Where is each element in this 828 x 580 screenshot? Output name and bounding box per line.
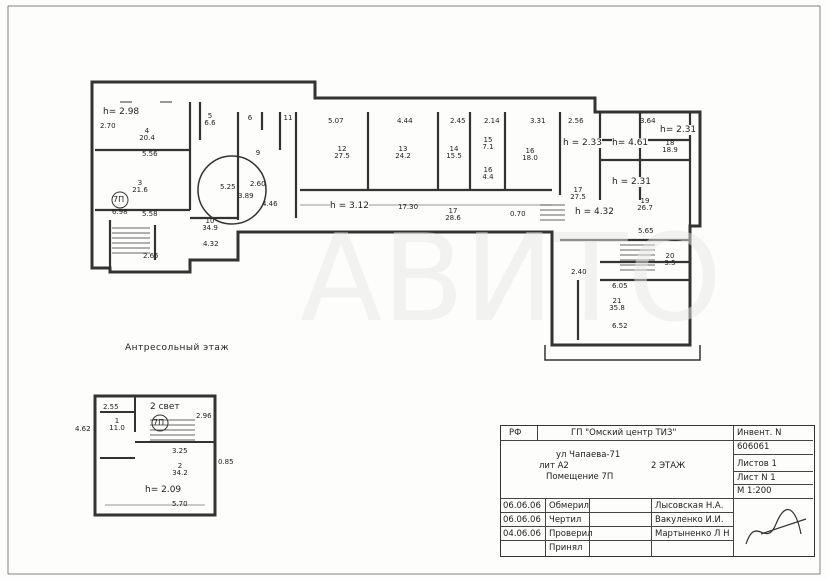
height-room18: h = 2.31 (612, 177, 652, 187)
height-mezz: h= 2.09 (145, 485, 182, 495)
dim-label: 4.44 (397, 117, 413, 125)
stamp-org: ГП "Омский центр ТИЗ" (571, 428, 677, 438)
dim-label: 2.70 (100, 122, 116, 130)
title-block: РФ ГП "Омский центр ТИЗ" Инвент. N 60606… (500, 425, 815, 557)
stamp-row-date: 06.06.06 (503, 501, 541, 511)
dim-label: 6.05 (612, 282, 628, 290)
unit-marker-mezz: 7П (153, 418, 165, 427)
dim-label: 3.64 (640, 117, 656, 125)
height-room17: h = 2.33 (563, 138, 603, 148)
dim-label: 5.56 (142, 150, 158, 158)
stamp-row-role: Проверил (549, 529, 593, 539)
dim-label: 5.65 (638, 227, 654, 235)
stamp-rf: РФ (509, 428, 522, 438)
stamp-row-role: Обмерил (549, 501, 589, 511)
height-room19: h = 4.32 (575, 207, 615, 217)
dim-label: 0.70 (510, 210, 526, 218)
watermark: АВИТО (300, 210, 722, 349)
height-room4: h= 2.98 (103, 107, 140, 117)
dim-label: 2.65 (143, 252, 159, 260)
dim-label: 6.52 (612, 322, 628, 330)
stamp-address: ул Чапаева-71 (556, 450, 621, 460)
stamp-row-role: Принял (549, 543, 583, 553)
dim-label: 3.89 (238, 192, 254, 200)
dim-label: 5.25 (220, 183, 236, 191)
room-6: 6 (247, 114, 253, 122)
stamp-premises: Помещение 7П (546, 472, 614, 482)
stamp-row-date: 04.06.06 (503, 529, 541, 539)
dim-label: 2.14 (484, 117, 500, 125)
stamp-sheets: Листов 1 (737, 459, 777, 469)
signature-mark (745, 509, 807, 545)
stamp-lit: лит А2 (539, 461, 569, 471)
dim-label: 4.62 (75, 425, 91, 433)
dim-label: 2.60 (250, 180, 266, 188)
stamp-row-name: Вакуленко И.И. (655, 515, 724, 525)
stamp-row-date: 06.06.06 (503, 515, 541, 525)
stamp-row-role: Чертил (549, 515, 582, 525)
dim-label: 4.46 (262, 200, 278, 208)
dim-label: 0.85 (218, 458, 234, 466)
unit-marker: 7П (113, 195, 125, 204)
dim-label: 3.25 (172, 447, 188, 455)
stamp-row-name: Мартыненко Л Н (655, 529, 730, 539)
stamp-sheet-no: Лист N 1 (737, 473, 776, 483)
dim-label: 5.70 (172, 500, 188, 508)
mezzanine-label: Антресольный этаж (125, 343, 230, 353)
dim-label: 2.45 (450, 117, 466, 125)
stamp-row-name: Лысовская Н.А. (655, 501, 724, 511)
height-room16b: h= 4.61 (612, 138, 649, 148)
height-corridor: h = 3.12 (330, 201, 370, 211)
stamp-floor: 2 ЭТАЖ (651, 461, 686, 471)
dim-label: 4.32 (203, 240, 219, 248)
mezz-caption: 2 свет (150, 402, 180, 412)
dim-label: 2.40 (571, 268, 587, 276)
stamp-scale: М 1:200 (737, 486, 772, 496)
dim-label: 2.96 (196, 412, 212, 420)
height-right: h= 2.31 (660, 125, 697, 135)
dim-label: 6.98 (112, 208, 128, 216)
room-9: 9 (255, 149, 261, 157)
dim-label: 17.30 (398, 203, 419, 211)
stamp-inv-value: 606061 (737, 442, 770, 452)
dim-label: 2.56 (568, 117, 584, 125)
dim-label: 5.58 (142, 210, 158, 218)
room-11: 11 (283, 114, 293, 122)
stamp-inv-label: Инвент. N (737, 428, 782, 438)
dim-label: 5.07 (328, 117, 344, 125)
dim-label: 2.55 (103, 403, 119, 411)
dim-label: 3.31 (530, 117, 546, 125)
